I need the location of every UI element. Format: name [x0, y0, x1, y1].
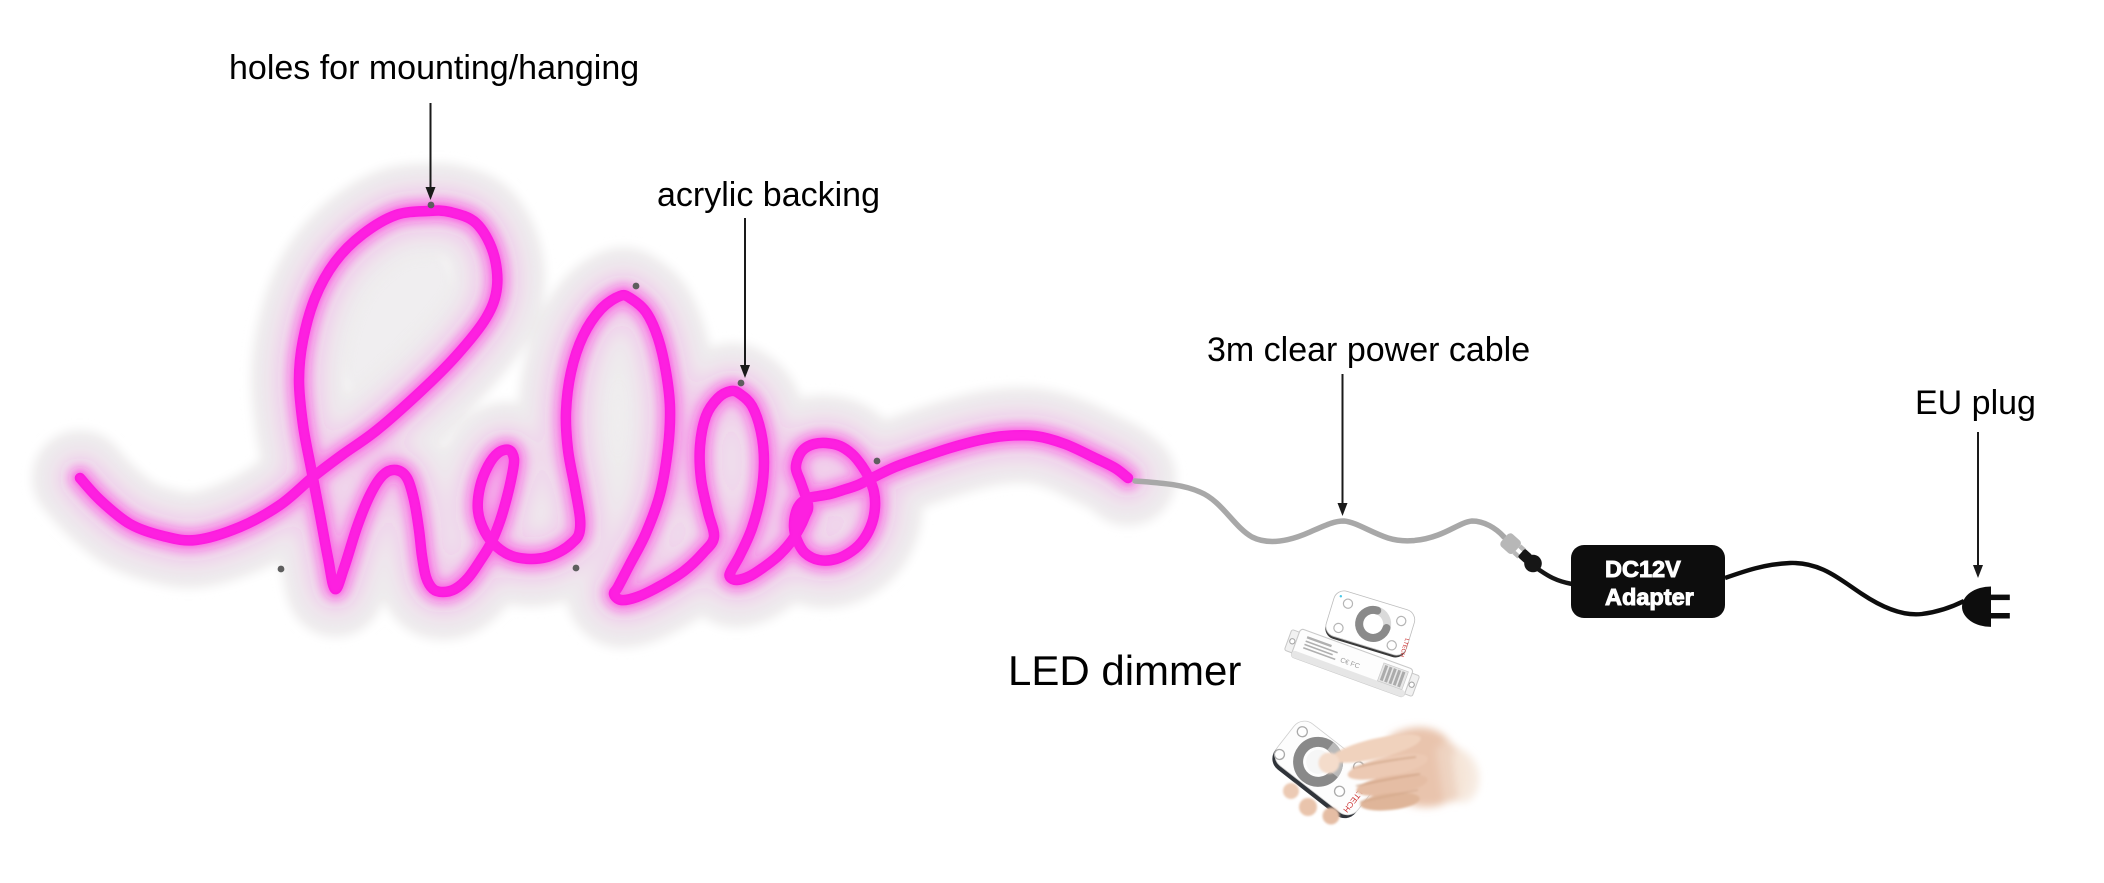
svg-text:DC12V: DC12V — [1605, 556, 1681, 582]
svg-text:acrylic backing: acrylic backing — [657, 176, 880, 214]
svg-text:Adapter: Adapter — [1605, 584, 1694, 610]
svg-text:EU plug: EU plug — [1915, 384, 2036, 422]
svg-text:holes for mounting/hanging: holes for mounting/hanging — [229, 49, 639, 87]
svg-text:LED dimmer: LED dimmer — [1008, 647, 1241, 694]
svg-text:LTECH: LTECH — [1398, 637, 1409, 657]
svg-text:3m clear power cable: 3m clear power cable — [1207, 331, 1530, 369]
